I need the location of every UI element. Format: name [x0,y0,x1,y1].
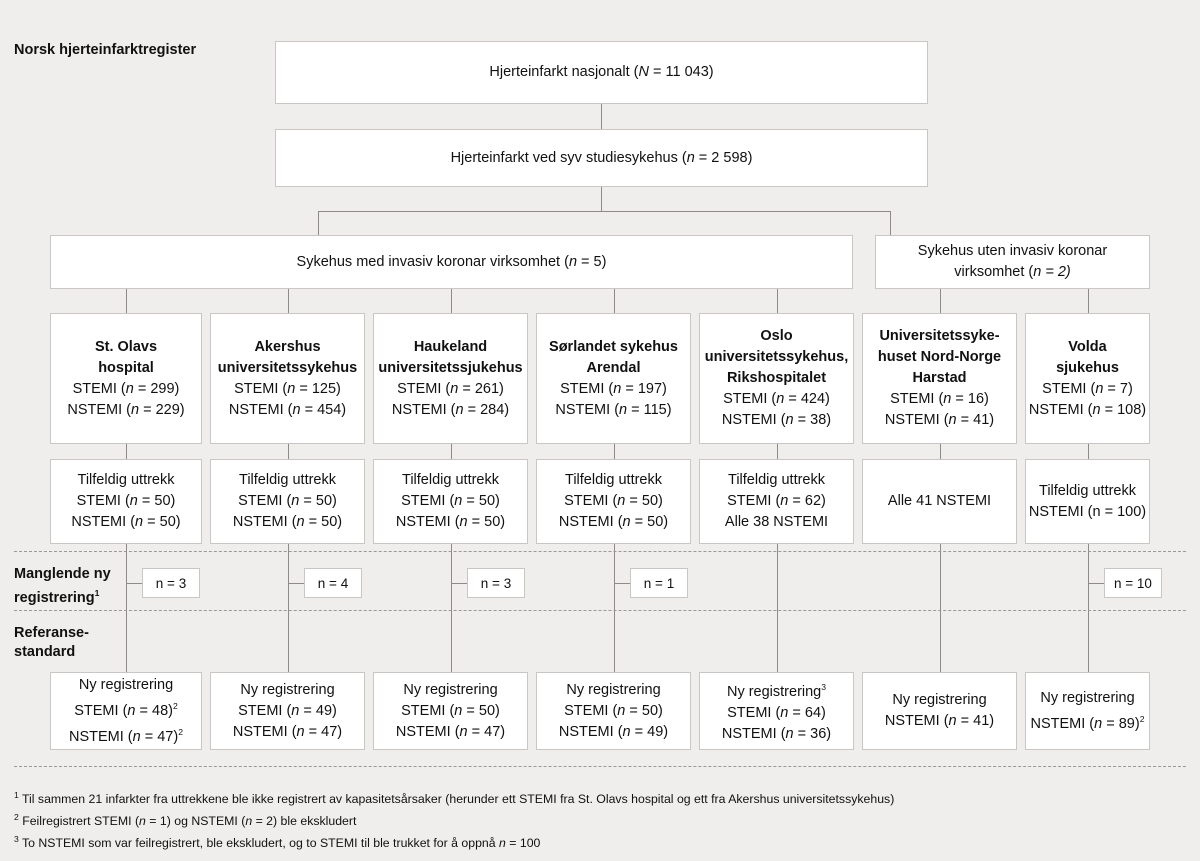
connector-akershus-to-missing [289,583,304,584]
footnote-3: 3 To NSTEMI som var feilregistrert, ble … [14,834,541,851]
connector-group-to-haukeland [451,289,452,313]
connector-akershus-to-sample [288,444,289,459]
box-non-invasive-group-line1: Sykehus uten invasiv koronar [917,243,1108,259]
label-reference-standard: Referanse- standard [14,625,89,660]
connector-to-non-invasive [890,211,891,235]
connector-l2-split-bar [318,211,891,212]
connector-st-olavs-to-missing [127,583,142,584]
box-invasive-hospitals-group: Sykehus med invasiv koronar virksomhet (… [50,235,853,289]
register-title-label: Norsk hjerteinfarktregister [14,42,197,58]
box-national-infarctions-text: Hjerteinfarkt nasjonalt (N = 11 043) [489,64,714,80]
connector-group-to-volda [1088,289,1089,313]
label-missing-registration: Manglende ny registrering1 [14,566,111,606]
connector-l1-l2 [601,104,602,129]
connector-oslo-rikshospitalet-spine [777,544,778,672]
connector-group-to-unn-harstad [940,289,941,313]
box-missing-sorlandet-arendal: n = 1 [630,568,688,598]
connector-sorlandet-arendal-to-missing [615,583,630,584]
connector-oslo-rikshospitalet-to-sample [777,444,778,459]
connector-volda-to-missing [1089,583,1104,584]
divider-dashed-middle [14,610,1186,611]
connector-group-to-oslo-rikshospitalet [777,289,778,313]
box-national-infarctions: Hjerteinfarkt nasjonalt (N = 11 043) [275,41,928,104]
box-non-invasive-group-line2: virksomhet (n = 2) [954,264,1071,280]
connector-akershus-spine [288,544,289,672]
box-missing-volda: n = 10 [1104,568,1162,598]
box-sample-unn-harstad: Alle 41 NSTEMI [862,459,1017,544]
divider-dashed-top [14,551,1186,552]
footnotes: 1 Til sammen 21 infarkter fra uttrekkene… [14,786,894,852]
connector-unn-harstad-to-sample [940,444,941,459]
connector-st-olavs-to-sample [126,444,127,459]
connector-sorlandet-arendal-to-sample [614,444,615,459]
connector-to-invasive [318,211,319,235]
box-non-invasive-hospitals-group: Sykehus uten invasiv koronar virksomhet … [875,235,1150,289]
footnote-2: 2 Feilregistrert STEMI (n = 1) og NSTEMI… [14,812,357,829]
connector-volda-spine [1088,544,1089,672]
connector-group-to-akershus [288,289,289,313]
connector-haukeland-to-missing [452,583,467,584]
box-missing-akershus: n = 4 [304,568,362,598]
divider-dashed-bottom [14,766,1186,767]
connector-sorlandet-arendal-spine [614,544,615,672]
connector-group-to-sorlandet-arendal [614,289,615,313]
connector-unn-harstad-spine [940,544,941,672]
connector-haukeland-spine [451,544,452,672]
label-missing-registration-superscript: 1 [94,588,100,598]
connector-l2-stem [601,187,602,211]
footnote-1: 1 Til sammen 21 infarkter fra uttrekkene… [14,790,895,807]
connector-st-olavs-spine [126,544,127,672]
box-seven-study-hospitals-text: Hjerteinfarkt ved syv studiesykehus (n =… [450,149,753,166]
connector-group-to-st-olavs [126,289,127,313]
box-invasive-hospitals-group-text: Sykehus med invasiv koronar virksomhet (… [296,253,607,270]
connector-haukeland-to-sample [451,444,452,459]
connector-volda-to-sample [1088,444,1089,459]
box-missing-st-olavs: n = 3 [142,568,200,598]
box-seven-study-hospitals: Hjerteinfarkt ved syv studiesykehus (n =… [275,129,928,187]
box-missing-haukeland: n = 3 [467,568,525,598]
